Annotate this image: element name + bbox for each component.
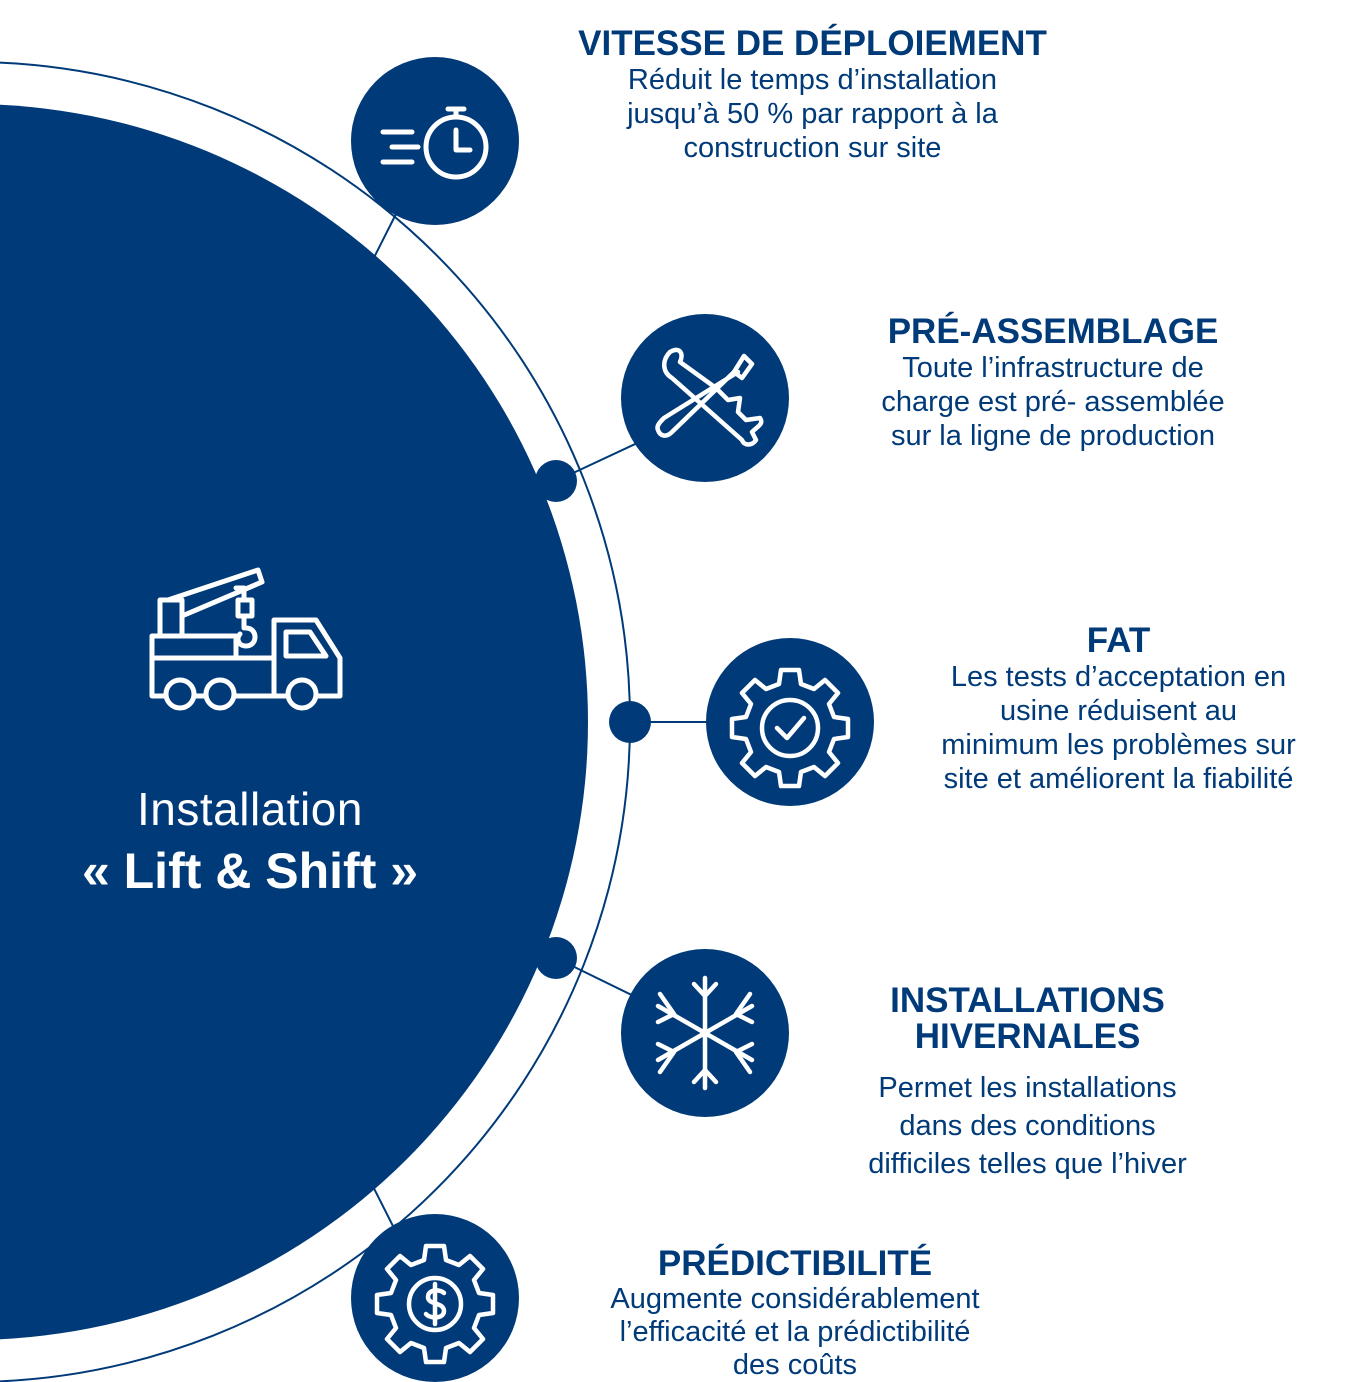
crane-truck-icon [149,567,343,711]
feature-description: Toute l’infrastructure de charge est pré… [808,351,1298,453]
feature-fat: FAT Les tests d’acceptation en usine réd… [880,623,1357,796]
feature-description-line: usine réduisent au [1000,695,1237,727]
feature-title-line: INSTALLATIONS [890,981,1165,1020]
feature-description-line: l’efficacité et la prédictibilité [619,1316,971,1348]
feature-winter: INSTALLATIONS HIVERNALES Permet les inst… [800,983,1255,1183]
feature-description: Les tests d’acceptation en usine réduise… [880,660,1357,796]
feature-speed: VITESSE DE DÉPLOIEMENT Réduit le temps d… [560,26,1065,165]
dot-pre [535,460,577,502]
feature-description-line: minimum les problèmes sur [941,729,1296,761]
snowflake-icon [655,975,755,1091]
feature-description-line: Permet les installations [878,1072,1177,1104]
hub-subtitle: « Lift & Shift » [81,843,419,899]
feature-title-line: HIVERNALES [914,1017,1141,1056]
feature-title: PRÉDICTIBILITÉ [657,1244,933,1283]
feature-title: PRÉ-ASSEMBLAGE [887,312,1219,351]
feature-description: Permet les installations dans des condit… [800,1069,1255,1183]
feature-description: Augmente considérablement l’efficacité e… [535,1283,1055,1382]
hub-title: Installation [137,783,363,835]
feature-description: Réduit le temps d’installation jusqu’à 5… [560,63,1065,165]
feature-title: FAT [1086,621,1151,660]
feature-title: VITESSE DE DÉPLOIEMENT [578,24,1047,63]
feature-description-line: charge est pré- assemblée [881,386,1225,418]
gear-dollar-icon [374,1243,496,1365]
feature-description-line: dans des conditions [899,1110,1156,1142]
gear-check-icon [729,667,851,789]
feature-title: INSTALLATIONS HIVERNALES [800,983,1255,1055]
feature-description-line: Les tests d’acceptation en [950,661,1287,693]
feature-description-line: difficiles telles que l’hiver [868,1148,1187,1180]
feature-circle-speed [351,57,519,225]
feature-description-line: sur la ligne de production [890,420,1216,452]
feature-circle-fat [706,638,874,806]
feature-description-line: jusqu’à 50 % par rapport à la [627,98,998,130]
wrench-screwdriver-icon [655,347,764,447]
dot-fat [609,701,651,743]
stopwatch-speed-icon [380,106,489,180]
feature-description-line: site et améliorent la fiabilité [943,763,1294,795]
feature-description-line: Augmente considérablement [610,1283,980,1315]
feature-pre-assemblage: PRÉ-ASSEMBLAGE Toute l’infrastructure de… [808,314,1298,453]
feature-description-line: Réduit le temps d’installation [627,64,998,96]
feature-description-line: des coûts [732,1349,858,1381]
hub-circle [0,104,588,1340]
feature-predictability: PRÉDICTIBILITÉ Augmente considérablement… [535,1246,1055,1382]
dot-winter [535,937,577,979]
feature-description-line: Toute l’infrastructure de [902,352,1204,384]
feature-description-line: construction sur site [683,132,942,164]
